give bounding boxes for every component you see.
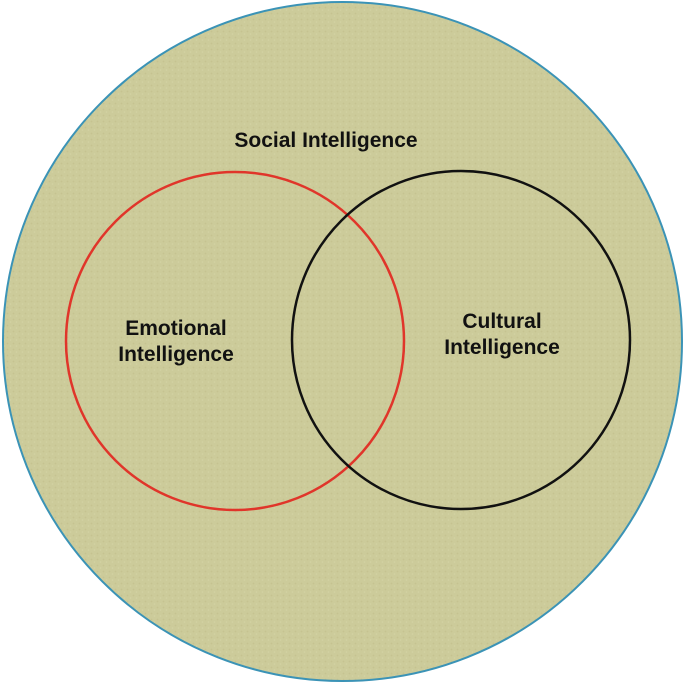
cultural-intelligence-circle bbox=[290, 169, 632, 511]
emotional-label-line-2: Intelligence bbox=[118, 343, 234, 367]
emotional-label-line-1: Emotional bbox=[125, 317, 227, 340]
social-intelligence-label: Social Intelligence bbox=[234, 129, 418, 152]
cultural-label-line-1: Cultural bbox=[462, 310, 542, 333]
emotional-intelligence-circle bbox=[64, 170, 406, 512]
emotional-intelligence-label: Emotional Intelligence bbox=[96, 316, 256, 369]
cultural-intelligence-label: Cultural Intelligence bbox=[418, 309, 586, 362]
cultural-label-line-2: Intelligence bbox=[444, 336, 560, 360]
